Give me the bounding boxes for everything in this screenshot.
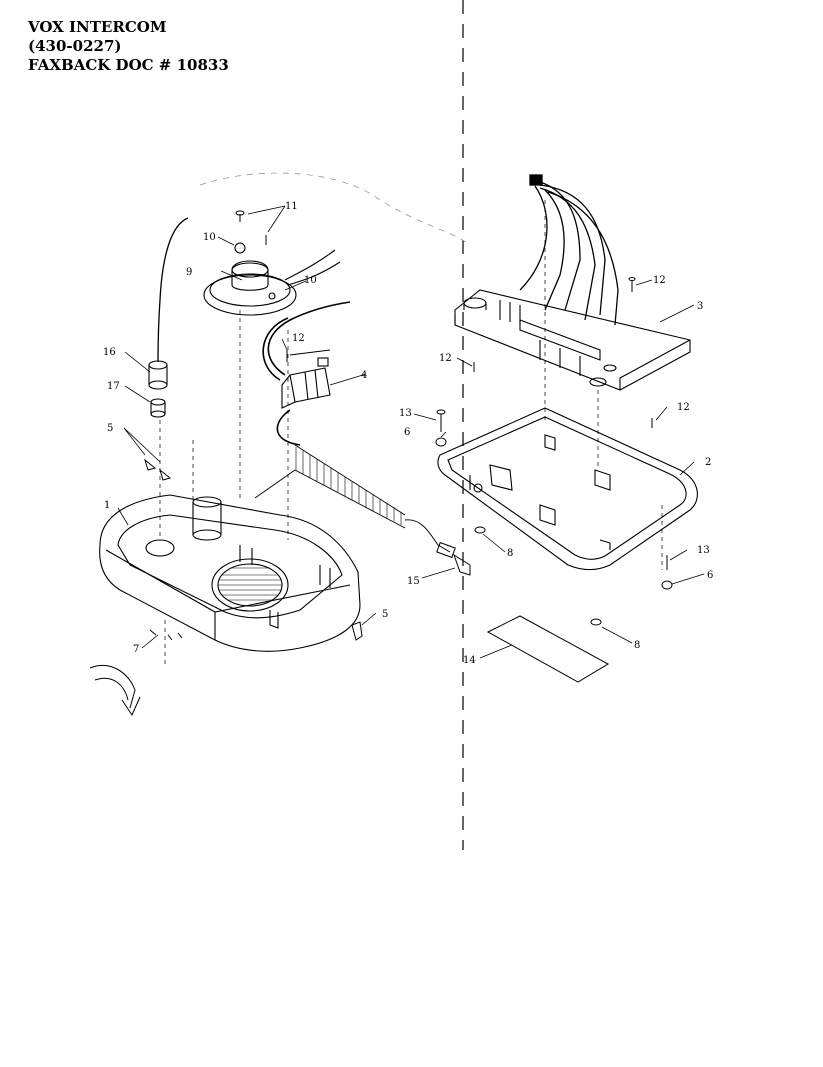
- callout-13-upper: 13: [399, 408, 412, 419]
- callout-12-transformer: 12: [292, 333, 305, 344]
- header-part-number: (430-0227): [28, 37, 122, 55]
- transformer-wires: [262, 301, 351, 446]
- callout-17: 17: [107, 381, 120, 392]
- header-title: VOX INTERCOM: [28, 18, 167, 36]
- callout-1: 1: [104, 500, 110, 511]
- callout-2: 2: [705, 457, 711, 468]
- callout-14: 14: [463, 655, 476, 666]
- cord-plug: [436, 541, 471, 576]
- callout-6-upper: 6: [404, 427, 410, 438]
- callout-13-lower: 13: [697, 545, 710, 556]
- callout-8-lower: 8: [634, 640, 640, 651]
- coiled-cord: [254, 444, 451, 553]
- circuit-board: [454, 289, 691, 391]
- document-header: VOX INTERCOM (430-0227) FAXBACK DOC # 10…: [28, 18, 229, 75]
- transformer: [281, 349, 331, 409]
- base-housing: [99, 494, 361, 652]
- callout-5-left: 5: [107, 423, 113, 434]
- header-doc-number: FAXBACK DOC # 10833: [28, 56, 229, 74]
- speaker-assembly: [203, 242, 341, 316]
- screws-left: [144, 210, 363, 641]
- callout-8-upper: 8: [507, 548, 513, 559]
- screws-right: [435, 277, 673, 626]
- leader-lines: [117, 205, 705, 659]
- ferrite-core: [148, 360, 168, 418]
- callout-12-right-top: 12: [653, 275, 666, 286]
- callout-5-bottom: 5: [382, 609, 388, 620]
- speaker-lead-wire: [157, 217, 189, 363]
- callout-9: 9: [186, 267, 192, 278]
- callout-12-center: 12: [439, 353, 452, 364]
- wiring-harness: [519, 174, 619, 326]
- callout-6-lower: 6: [707, 570, 713, 581]
- rotation-arrow: [89, 665, 141, 717]
- callout-12-right: 12: [677, 402, 690, 413]
- callout-3: 3: [697, 301, 703, 312]
- callout-11: 11: [285, 201, 298, 212]
- callout-16: 16: [103, 347, 116, 358]
- callout-4: 4: [361, 370, 367, 381]
- top-cover: [437, 407, 698, 571]
- callout-10-right: 10: [304, 275, 317, 286]
- label-plate: [486, 615, 610, 683]
- callout-7: 7: [133, 644, 139, 655]
- projection-lines-left: [159, 310, 289, 665]
- callout-10-upper: 10: [203, 232, 216, 243]
- callout-15: 15: [407, 576, 420, 587]
- projection-lines-right: [544, 200, 663, 570]
- background-outline: [199, 172, 471, 246]
